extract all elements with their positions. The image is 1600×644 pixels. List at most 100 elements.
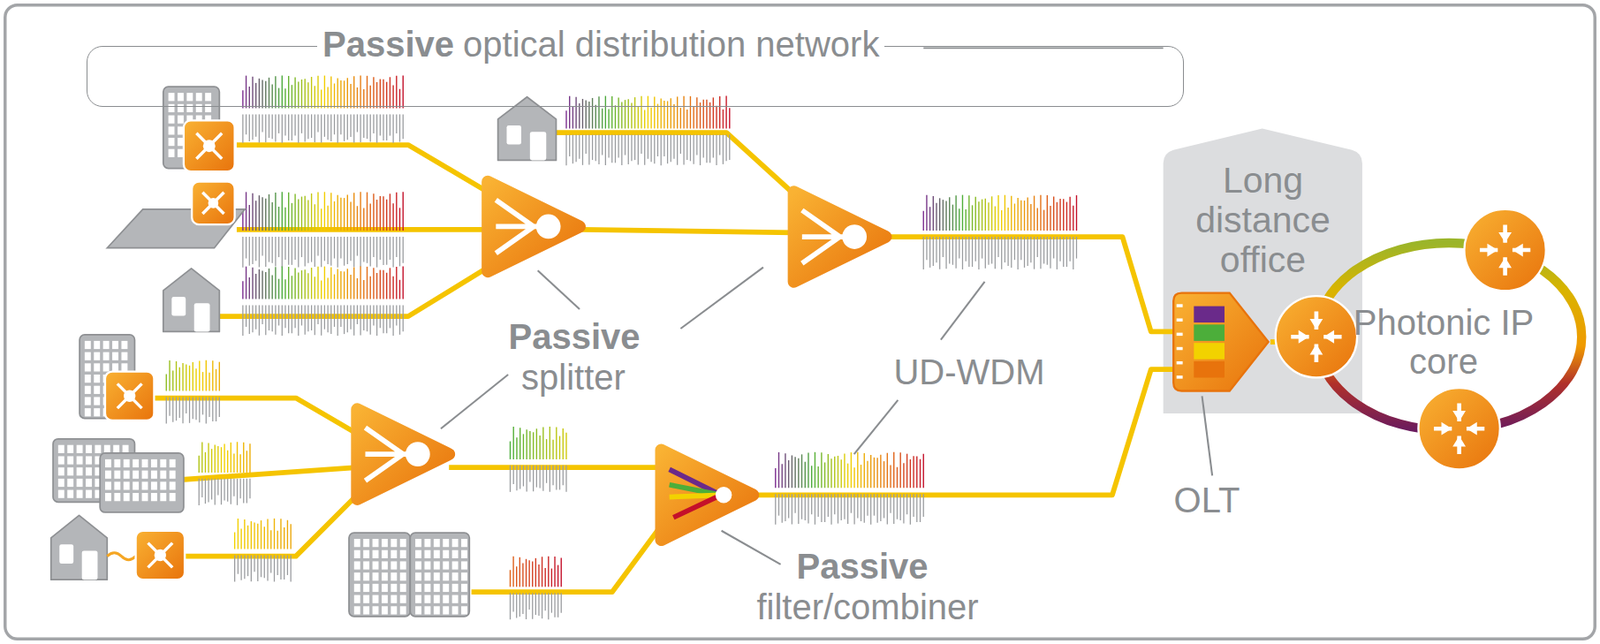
spectrum-line — [301, 304, 303, 326]
spectrum-line — [274, 266, 276, 299]
spectrum-line — [1072, 205, 1074, 231]
spectrum-line — [545, 465, 547, 484]
window — [415, 538, 422, 547]
spectrum-line — [370, 113, 372, 142]
spectrum-line — [392, 276, 394, 300]
window — [159, 492, 167, 501]
window — [424, 572, 431, 581]
spectrum-line — [883, 461, 885, 488]
olt-port — [1176, 375, 1183, 379]
window — [85, 445, 92, 454]
spectrum-line — [824, 462, 826, 488]
spectrum-line — [667, 100, 668, 129]
spectrum-line — [297, 236, 299, 268]
spectrum-line — [935, 236, 937, 263]
spectrum-line — [728, 107, 730, 129]
spectrum-line — [565, 432, 567, 460]
spectrum-line — [284, 304, 286, 328]
spectrum-line — [389, 193, 391, 231]
spectrum-line — [1007, 207, 1009, 231]
spectra — [166, 75, 1077, 620]
spectrum-line — [699, 135, 701, 167]
window — [113, 481, 121, 490]
spectrum-line — [1059, 198, 1061, 231]
spectrum-line — [853, 493, 855, 524]
office-shape — [1163, 128, 1363, 414]
spectrum-line — [370, 276, 372, 300]
spectrum-line — [192, 396, 194, 419]
window — [381, 538, 388, 547]
window — [168, 115, 175, 124]
spectrum-line — [274, 304, 276, 334]
spectrum-line — [320, 236, 322, 267]
spectrum-line — [1062, 236, 1064, 267]
spectrum-line — [257, 523, 258, 550]
leaders — [440, 267, 1213, 565]
spectrum-line — [198, 360, 200, 391]
window — [123, 470, 130, 479]
router-glyph — [1452, 436, 1466, 448]
spectrum-line — [614, 135, 616, 164]
spectrum-line — [242, 280, 243, 299]
spectrum-line — [386, 113, 387, 141]
spectrum-line — [860, 464, 862, 488]
spectrum-line — [258, 269, 260, 300]
spectrum-line — [219, 362, 220, 392]
window — [363, 583, 370, 592]
spectrum-line — [392, 304, 394, 336]
door — [530, 131, 546, 160]
spectrum-line — [304, 236, 306, 266]
spectrum-line — [230, 478, 232, 505]
spectrum-line — [582, 135, 584, 166]
window — [372, 595, 380, 604]
spectrum-line — [523, 433, 524, 460]
spectrum-line — [258, 113, 260, 143]
spectrum-line — [356, 278, 358, 299]
window — [461, 606, 468, 615]
spectrum-line — [781, 493, 783, 524]
spectrum-line — [1027, 236, 1029, 266]
window — [132, 459, 139, 468]
spectrum-line — [395, 113, 397, 133]
spectrum-line — [270, 554, 272, 573]
spectrum-line — [545, 439, 547, 460]
spectrum-line — [820, 493, 822, 523]
window — [363, 550, 370, 559]
spectrum-line — [595, 135, 597, 162]
spectrum-line — [382, 113, 384, 141]
spectrum-line — [923, 236, 925, 270]
window — [415, 583, 422, 592]
spectrum-line — [601, 135, 603, 156]
spectrum-line — [207, 442, 209, 473]
window — [442, 561, 449, 569]
spectrum-line — [363, 89, 364, 108]
spectrum-line — [291, 84, 293, 108]
spectrum-line — [971, 236, 973, 267]
spectrum-line — [985, 236, 986, 269]
window — [354, 572, 361, 581]
spectrum-line — [703, 135, 705, 159]
window — [168, 126, 175, 135]
spectrum-line — [797, 458, 799, 488]
spectrum-line — [337, 77, 339, 108]
spectrum-line — [359, 113, 361, 143]
window — [433, 572, 440, 581]
spectrum-line — [399, 280, 401, 300]
spectrum-line — [347, 268, 349, 299]
spectrum-line — [288, 192, 289, 231]
spectrum-line — [525, 559, 527, 588]
spectrum-line — [538, 592, 539, 616]
window — [159, 470, 167, 479]
fiber — [581, 229, 794, 233]
spectrum-line — [725, 135, 727, 162]
window — [151, 481, 158, 490]
spectrum-line — [542, 427, 544, 460]
spectrum-line — [395, 75, 397, 109]
spectrum-line — [565, 465, 567, 493]
spectrum-line — [568, 135, 570, 158]
spectrum-line — [820, 452, 822, 488]
spectrum-line — [509, 465, 511, 493]
spectrum-line — [359, 236, 361, 267]
spectrum-line — [340, 197, 342, 231]
spectrum-line — [784, 453, 786, 488]
